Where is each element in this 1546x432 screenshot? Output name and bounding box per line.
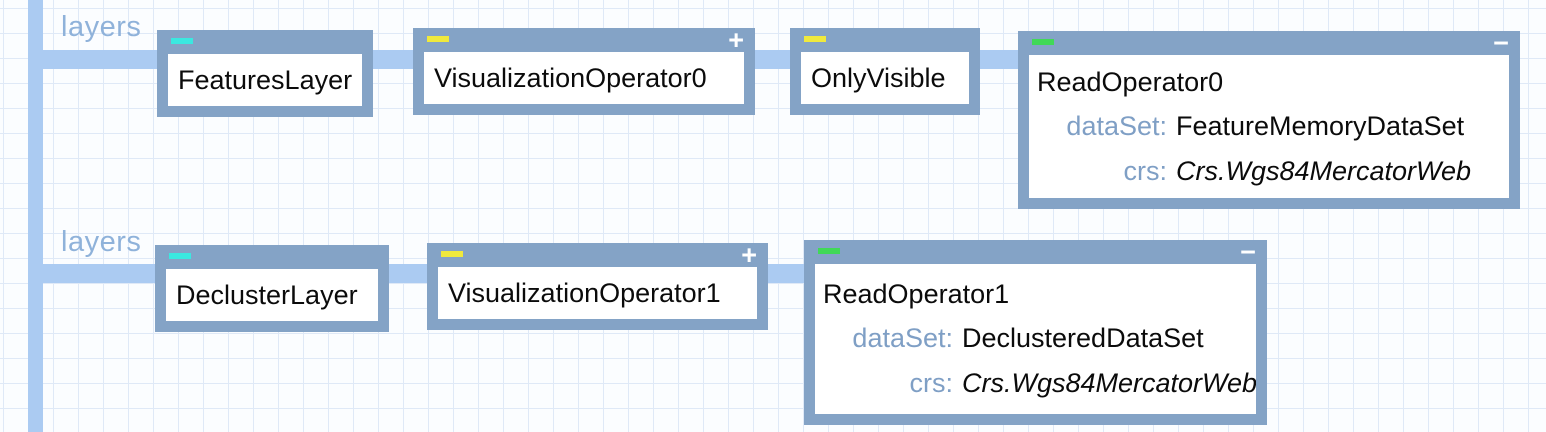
- node-title: ReadOperator0: [1037, 66, 1224, 97]
- operator-status-dash-icon: [427, 36, 449, 42]
- operator-status-dash-icon: [804, 36, 826, 42]
- node-only-visible[interactable]: OnlyVisible: [790, 28, 980, 115]
- node-visualization-operator-1[interactable]: + VisualizationOperator1: [427, 240, 768, 330]
- node-body: VisualizationOperator0: [424, 52, 744, 104]
- node-title: ReadOperator1: [823, 279, 1010, 309]
- property-row: dataSet: DeclusteredDataSet: [823, 316, 1248, 361]
- operator-status-dash-icon: [441, 251, 463, 257]
- node-body: DeclusterLayer: [166, 269, 378, 321]
- expand-button[interactable]: +: [728, 25, 744, 55]
- property-row: crs: Crs.Wgs84MercatorWeb: [1037, 149, 1501, 194]
- expand-button[interactable]: +: [741, 240, 757, 270]
- collapse-button[interactable]: −: [1493, 28, 1509, 58]
- node-title: VisualizationOperator0: [434, 63, 707, 93]
- node-read-operator-0[interactable]: − ReadOperator0 dataSet: FeatureMemoryDa…: [1018, 28, 1520, 209]
- operator-status-dash-icon: [1032, 39, 1054, 45]
- node-title: VisualizationOperator1: [448, 278, 721, 308]
- node-title: DeclusterLayer: [176, 280, 358, 310]
- node-features-layer[interactable]: FeaturesLayer: [157, 30, 373, 117]
- node-body: FeaturesLayer: [168, 54, 362, 106]
- layer-status-dash-icon: [169, 253, 191, 259]
- property-label: dataSet:: [852, 323, 953, 353]
- node-body: ReadOperator1 dataSet: DeclusteredDataSe…: [815, 264, 1256, 414]
- node-title: FeaturesLayer: [178, 65, 353, 95]
- property-label: dataSet:: [1066, 110, 1167, 141]
- operator-status-dash-icon: [818, 248, 840, 254]
- property-label: crs:: [1123, 155, 1168, 186]
- node-body: VisualizationOperator1: [438, 267, 757, 319]
- node-body: ReadOperator0 dataSet: FeatureMemoryData…: [1029, 55, 1509, 198]
- node-decluster-layer[interactable]: DeclusterLayer: [155, 245, 389, 332]
- node-body: OnlyVisible: [801, 52, 969, 104]
- tree-trunk-connector: [28, 0, 43, 432]
- property-value: FeatureMemoryDataSet: [1176, 110, 1465, 141]
- property-value: Crs.Wgs84MercatorWeb: [962, 368, 1256, 398]
- layer-status-dash-icon: [171, 38, 193, 44]
- row1-label-layers: layers: [61, 11, 142, 43]
- property-value: DeclusteredDataSet: [962, 323, 1204, 353]
- property-row: crs: Crs.Wgs84MercatorWeb: [823, 361, 1257, 406]
- node-title: OnlyVisible: [811, 63, 946, 93]
- collapse-button[interactable]: −: [1240, 237, 1256, 267]
- property-label: crs:: [909, 368, 954, 398]
- node-visualization-operator-0[interactable]: + VisualizationOperator0: [413, 25, 755, 115]
- row2-label-layers: layers: [61, 226, 142, 258]
- property-row: dataSet: FeatureMemoryDataSet: [1037, 104, 1501, 149]
- node-read-operator-1[interactable]: − ReadOperator1 dataSet: DeclusteredData…: [804, 237, 1267, 425]
- property-value: Crs.Wgs84MercatorWeb: [1176, 155, 1472, 186]
